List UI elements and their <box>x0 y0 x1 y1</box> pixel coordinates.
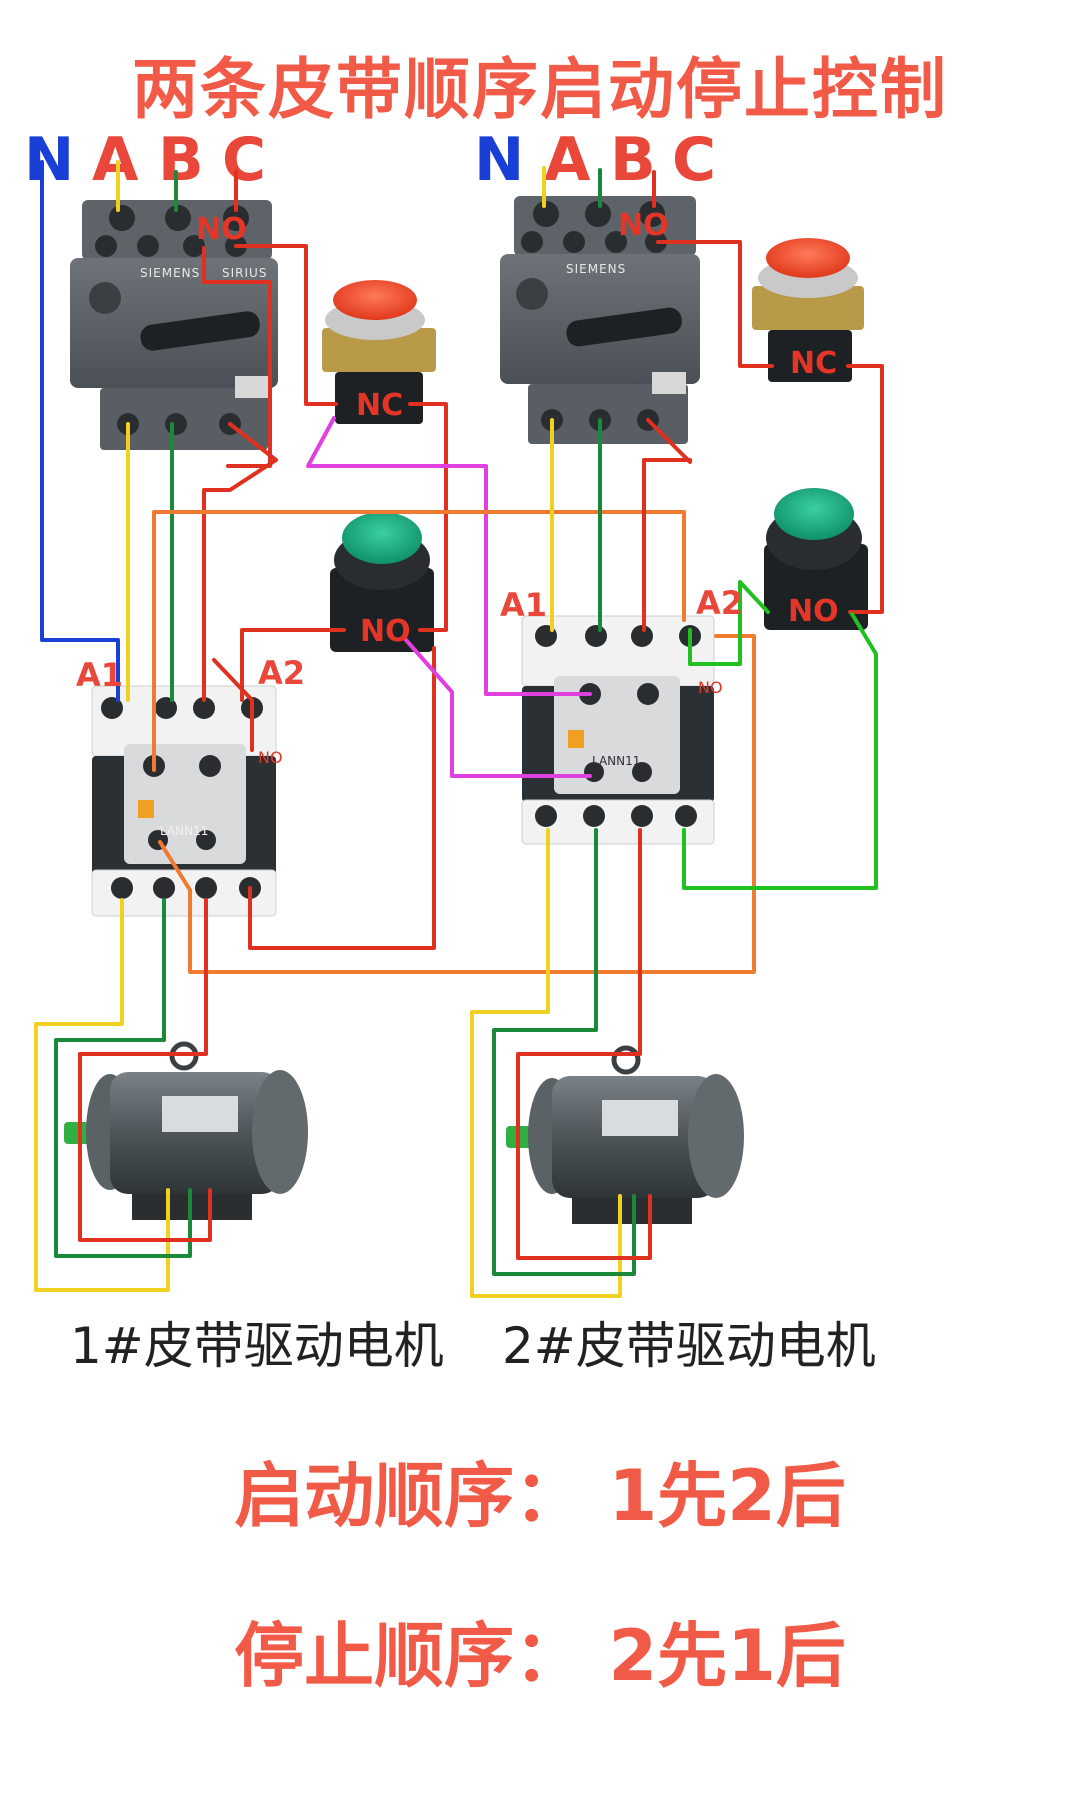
contactor-left <box>91 685 277 917</box>
wire-mot-y-left <box>34 898 170 1292</box>
phase-b-right: B <box>610 125 656 195</box>
diagram-title: 两条皮带顺序启动停止控制 <box>132 51 948 128</box>
motor-label-right: 2#皮带驱动电机 <box>502 1317 876 1375</box>
coil-a1-right: A1 <box>500 586 548 624</box>
contactor-model-left: LANN11 <box>160 824 209 838</box>
wire-ctrl-left-2 <box>202 246 272 468</box>
wire-orange-1 <box>152 510 686 772</box>
start-no-right: NO <box>788 594 839 629</box>
coil-a2-left: A2 <box>258 654 306 692</box>
wire-n-left <box>40 160 120 702</box>
wire-magenta-1 <box>306 416 592 696</box>
wire-nc-right <box>846 364 884 614</box>
start-button-right <box>764 488 868 630</box>
wire-no-right-green <box>688 580 770 666</box>
aux-no-left: NO <box>258 748 283 767</box>
wire-nc-left <box>408 402 448 632</box>
aux-no-right: NO <box>698 678 723 697</box>
coil-a1-left: A1 <box>76 656 124 694</box>
contactor-right <box>521 615 715 845</box>
stop-button-left <box>322 280 436 424</box>
wire-mot-r-right <box>516 828 652 1260</box>
breaker-series-left: SIRIUS <box>222 266 268 280</box>
stop-nc-right: NC <box>790 346 838 381</box>
phase-a-right: A <box>544 125 591 195</box>
wire-green-loop <box>682 612 878 890</box>
start-order-text: 启动顺序： 1先2后 <box>234 1455 846 1537</box>
motor-right <box>506 1045 744 1224</box>
phase-n-right: N <box>474 125 525 195</box>
coil-a2-right: A2 <box>696 584 744 622</box>
wire-a2-left <box>212 658 254 752</box>
stop-order-text: 停止顺序： 2先1后 <box>234 1615 846 1697</box>
wire-no-left <box>240 628 346 702</box>
wire-mot-r-left <box>78 898 212 1242</box>
start-no-left: NO <box>360 614 411 649</box>
wire-aux-left <box>248 646 436 950</box>
start-button-left <box>330 512 434 652</box>
breaker-no-right: NO <box>618 208 669 243</box>
breaker-brand-left: SIEMENS <box>140 266 201 280</box>
wires <box>34 160 884 1298</box>
phase-b-left: B <box>158 125 204 195</box>
contactor-model-right: LANN11 <box>592 754 641 768</box>
motor-label-left: 1#皮带驱动电机 <box>70 1317 444 1375</box>
wire-mot-g-left <box>54 898 192 1258</box>
wire-ctrl-right-1 <box>656 240 774 368</box>
motor-left <box>64 1041 308 1220</box>
wire-ctrl-left-1 <box>234 244 338 406</box>
wire-l3-left <box>202 422 278 702</box>
wire-mot-g-right <box>492 828 636 1276</box>
breaker-right <box>500 196 700 444</box>
stop-nc-left: NC <box>356 388 404 423</box>
stop-button-right <box>752 238 864 382</box>
wire-orange-2 <box>158 634 756 974</box>
wire-mot-y-right <box>470 828 622 1298</box>
breaker-brand-right: SIEMENS <box>566 262 627 276</box>
breaker-no-left: NO <box>196 212 247 247</box>
phase-a-left: A <box>92 125 139 195</box>
phase-n-left: N <box>24 125 75 195</box>
breaker-left <box>70 200 278 450</box>
wire-magenta-2 <box>404 638 592 778</box>
wire-l3-right <box>642 418 692 632</box>
phase-c-left: C <box>222 125 267 195</box>
phase-c-right: C <box>672 125 717 195</box>
